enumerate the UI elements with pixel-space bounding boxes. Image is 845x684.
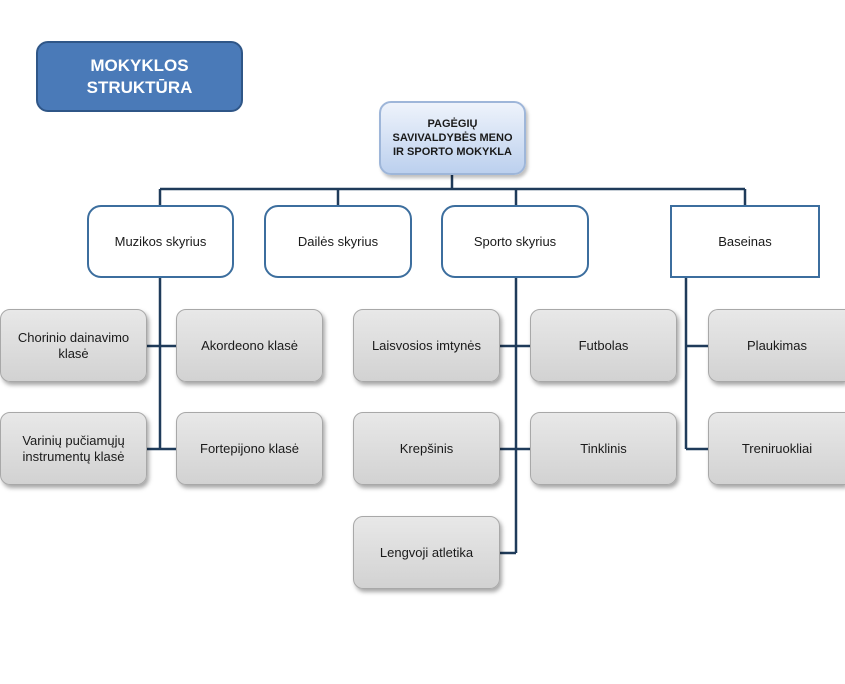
leaf-wrestling: Laisvosios imtynės bbox=[353, 309, 500, 382]
leaf-line-1: Chorinio dainavimo bbox=[17, 329, 130, 345]
leaf-label: Treniruokliai bbox=[741, 440, 813, 456]
leaf-label: Plaukimas bbox=[747, 337, 807, 353]
root-line-2: SAVIVALDYBĖS MENO bbox=[392, 132, 513, 144]
dept-label: Dailės skyrius bbox=[297, 233, 379, 249]
leaf-choir-class: Chorinio dainavimo klasė bbox=[0, 309, 147, 382]
root-node-school: PAGĖGIŲ SAVIVALDYBĖS MENO IR SPORTO MOKY… bbox=[379, 101, 526, 175]
leaf-label: Akordeono klasė bbox=[201, 337, 298, 353]
dept-label: Muzikos skyrius bbox=[114, 233, 207, 249]
leaf-volleyball: Tinklinis bbox=[530, 412, 677, 485]
dept-node-art: Dailės skyrius bbox=[264, 205, 412, 278]
leaf-basketball: Krepšinis bbox=[353, 412, 500, 485]
leaf-label: Futbolas bbox=[578, 337, 629, 353]
leaf-swimming: Plaukimas bbox=[708, 309, 845, 382]
diagram-title: MOKYKLOS STRUKTŪRA bbox=[36, 41, 243, 112]
title-line-1: MOKYKLOS bbox=[90, 55, 189, 75]
leaf-line-2: klasė bbox=[58, 345, 89, 361]
dept-label: Baseinas bbox=[718, 233, 772, 249]
leaf-piano-class: Fortepijono klasė bbox=[176, 412, 323, 485]
dept-node-sport: Sporto skyrius bbox=[441, 205, 589, 278]
leaf-label: Lengvoji atletika bbox=[379, 544, 474, 560]
root-line-1: PAGĖGIŲ bbox=[427, 118, 478, 130]
dept-node-music: Muzikos skyrius bbox=[87, 205, 234, 278]
leaf-label: Tinklinis bbox=[580, 440, 627, 456]
dept-label: Sporto skyrius bbox=[473, 233, 557, 249]
leaf-brass-class: Varinių pučiamųjų instrumentų klasė bbox=[0, 412, 147, 485]
title-line-2: STRUKTŪRA bbox=[86, 77, 193, 97]
leaf-label: Laisvosios imtynės bbox=[371, 337, 482, 353]
leaf-athletics: Lengvoji atletika bbox=[353, 516, 500, 589]
leaf-label: Fortepijono klasė bbox=[200, 440, 299, 456]
root-line-3: IR SPORTO MOKYKLA bbox=[393, 146, 512, 158]
leaf-label: Krepšinis bbox=[399, 440, 454, 456]
leaf-trainers: Treniruokliai bbox=[708, 412, 845, 485]
leaf-football: Futbolas bbox=[530, 309, 677, 382]
dept-node-pool: Baseinas bbox=[670, 205, 820, 278]
leaf-accordion-class: Akordeono klasė bbox=[176, 309, 323, 382]
leaf-line-2: instrumentų klasė bbox=[22, 448, 125, 464]
leaf-line-1: Varinių pučiamųjų bbox=[22, 432, 125, 448]
